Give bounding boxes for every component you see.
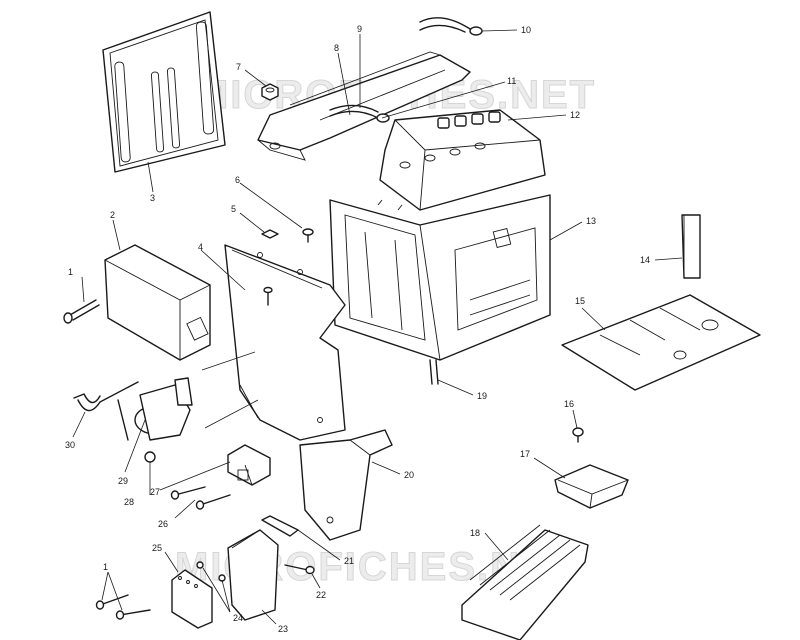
callout-23: 23 — [278, 624, 288, 634]
part-7-nut — [261, 83, 279, 101]
callout-22: 22 — [316, 590, 326, 600]
part-26-screws — [170, 486, 231, 510]
part-6-screw — [302, 228, 314, 243]
part-8-top-bracket — [257, 51, 471, 161]
part-1-bolt-upper — [63, 299, 100, 324]
callout-5: 5 — [231, 204, 236, 214]
callout-2: 2 — [110, 210, 115, 220]
callout-15: 15 — [575, 296, 585, 306]
part-3-cover-plate — [102, 11, 226, 173]
part-29-relay — [117, 377, 193, 441]
callout-labels: 1 2 3 4 5 6 7 8 9 10 11 12 13 14 15 16 1… — [65, 24, 650, 634]
part-30-clamp — [73, 381, 139, 412]
part-15-tray — [561, 294, 761, 391]
callout-1-upper: 1 — [68, 267, 73, 277]
callout-20: 20 — [404, 470, 414, 480]
callout-3: 3 — [150, 193, 155, 203]
part-14-pad — [681, 214, 701, 279]
callout-24: 24 — [233, 613, 243, 623]
callout-6: 6 — [235, 175, 240, 185]
callout-25: 25 — [152, 543, 162, 553]
callout-9: 9 — [357, 24, 362, 34]
callout-1-lower: 1 — [103, 562, 108, 572]
callout-13: 13 — [586, 216, 596, 226]
part-4-mounting-plate — [224, 244, 346, 441]
part-23-rectifier — [227, 529, 279, 621]
callout-28: 28 — [124, 497, 134, 507]
callout-11: 11 — [507, 76, 516, 86]
part-2-module — [104, 244, 211, 361]
part-10-cable — [419, 17, 483, 36]
part-18-heat-sink — [461, 524, 589, 640]
part-4-bolt — [263, 286, 273, 306]
leader-lines — [72, 29, 683, 625]
callout-29: 29 — [118, 476, 128, 486]
part-20-lower-bracket — [299, 429, 393, 541]
part-22-screw — [284, 564, 315, 575]
callout-21: 21 — [344, 556, 354, 566]
callout-14: 14 — [640, 255, 650, 265]
callout-16: 16 — [564, 399, 574, 409]
callout-8: 8 — [334, 43, 339, 53]
callout-18: 18 — [470, 528, 480, 538]
part-19-post — [429, 359, 439, 385]
part-5-washer — [261, 229, 279, 239]
callout-19: 19 — [477, 391, 487, 401]
part-25-regulator — [171, 569, 213, 629]
part-21-pads — [261, 515, 299, 537]
part-1-bolts-lower — [95, 594, 151, 620]
part-17-module — [554, 464, 629, 509]
part-13-battery-box — [329, 194, 551, 361]
part-27-connector — [227, 444, 271, 486]
callout-12: 12 — [570, 110, 580, 120]
callout-30: 30 — [65, 440, 75, 450]
part-12-battery — [379, 109, 546, 211]
callout-7: 7 — [236, 62, 241, 72]
callout-17: 17 — [520, 449, 530, 459]
callout-10: 10 — [521, 25, 531, 35]
callout-27: 27 — [150, 487, 160, 497]
part-16-screw — [572, 427, 584, 443]
callout-4: 4 — [198, 242, 203, 252]
callout-26: 26 — [158, 519, 168, 529]
part-28-nut — [144, 451, 156, 463]
